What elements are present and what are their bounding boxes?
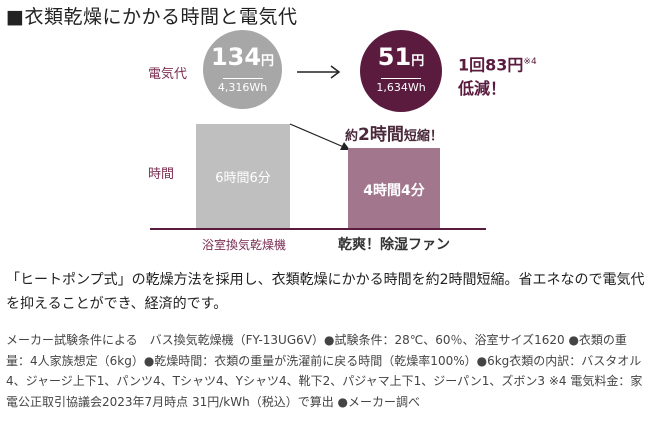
cost-before-circle: 134円 4,316Wh <box>203 30 282 109</box>
chart-baseline <box>150 228 486 230</box>
cost-row-label: 電気代 <box>148 67 188 82</box>
shortened-suffix: 短縮！ <box>403 129 443 144</box>
product-before-name: 浴室換気乾燥機 <box>201 238 286 252</box>
cost-before-unit: 円 <box>261 54 275 69</box>
shortened-prefix: 約 <box>345 129 359 144</box>
cost-after-divider <box>381 78 421 79</box>
right-arrow-icon <box>297 65 341 79</box>
time-after-value: 4時間4分 <box>363 183 425 199</box>
time-row-label: 時間 <box>148 167 175 182</box>
cost-before-price: 134 <box>210 43 262 71</box>
cost-before-divider <box>222 78 263 79</box>
time-bar-before: 6時間6分 <box>196 124 290 228</box>
page-title: ■衣類乾燥にかかる時間と電気代 <box>6 6 298 28</box>
reduction-arrow-icon <box>289 123 350 150</box>
shortened-value: 2時間 <box>358 125 404 145</box>
time-shortened-callout: 約2時間短縮！ <box>345 120 443 145</box>
cost-after-energy: 1,634Wh <box>376 81 426 94</box>
saving-callout: 1回83円※4 低減！ <box>458 50 537 101</box>
saving-footnote-mark: ※4 <box>523 57 537 67</box>
saving-reduced: 低減！ <box>458 79 507 99</box>
footnotes-text: メーカー試験条件による バス換気乾燥機（FY-13UG6V）●試験条件：28℃、… <box>6 333 643 409</box>
saving-amount: 1回83円 <box>458 55 524 75</box>
time-before-value: 6時間6分 <box>215 171 271 186</box>
description-text: 「ヒートポンプ式」の乾燥方法を採用し、衣類乾燥にかかる時間を約2時間短縮。省エネ… <box>6 272 645 312</box>
cost-after-price: 51 <box>377 43 412 71</box>
cost-after-unit: 円 <box>411 54 425 69</box>
time-bar-after: 4時間4分 <box>348 148 440 228</box>
cost-after-circle: 51円 1,634Wh <box>360 30 442 112</box>
product-after-name: 乾爽！除湿ファン <box>338 237 450 253</box>
cost-before-energy: 4,316Wh <box>217 81 268 94</box>
